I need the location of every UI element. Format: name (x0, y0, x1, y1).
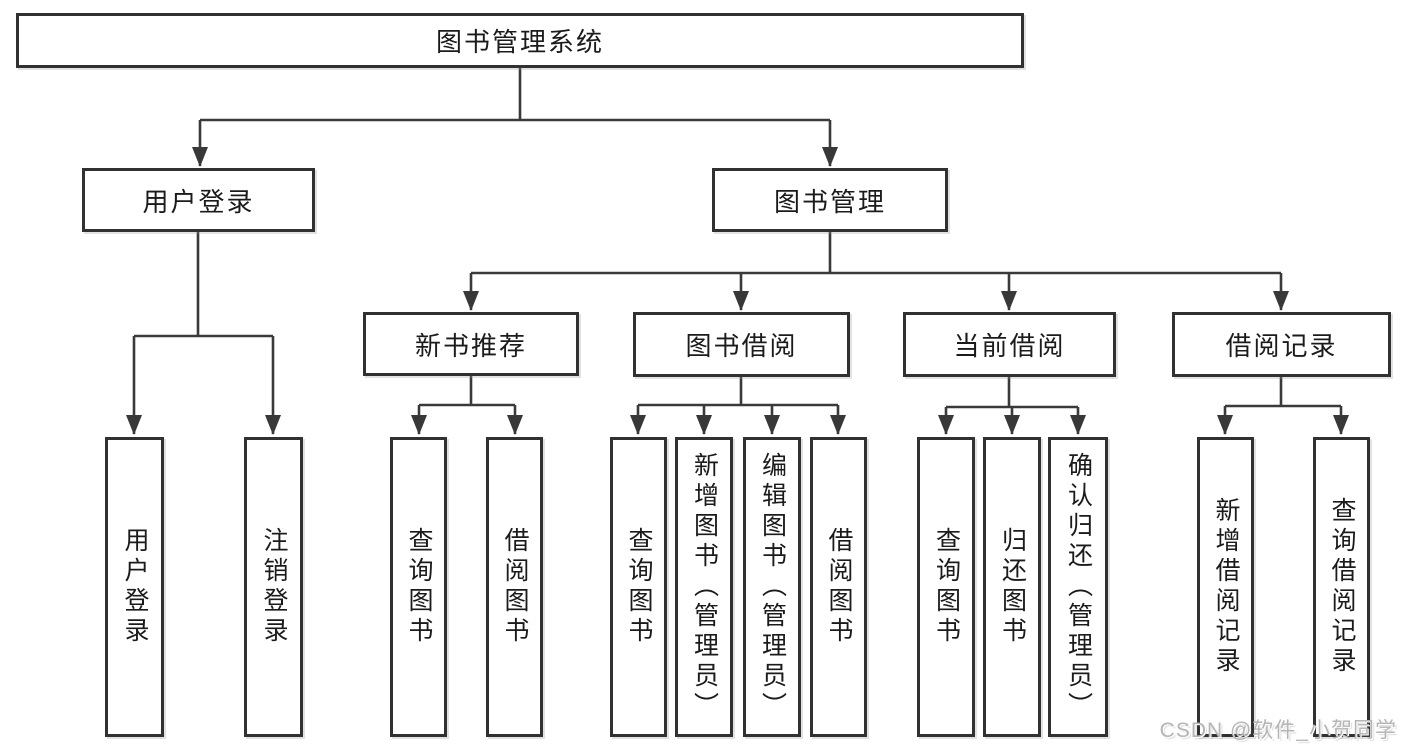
node-library-management-system: 图书管理系统 (16, 13, 1024, 68)
node-leaf-edit-books-admin: 编辑图书（管理员） (743, 437, 801, 737)
node-leaf-query-borrow-record: 查询借阅记录 (1313, 437, 1370, 737)
node-label: 注销登录 (260, 527, 288, 647)
node-leaf-query-books-2: 查询图书 (610, 437, 667, 737)
node-label: 查询图书 (932, 527, 961, 647)
node-label: 新增图书（管理员） (690, 452, 719, 722)
node-label: 归还图书 (998, 527, 1027, 647)
node-label: 借阅图书 (501, 527, 529, 647)
node-new-book-recommend: 新书推荐 (363, 312, 579, 376)
node-leaf-logout: 注销登录 (244, 437, 303, 737)
node-label: 查询借阅记录 (1328, 497, 1356, 677)
node-borrowing-records: 借阅记录 (1172, 312, 1391, 377)
node-leaf-add-books-admin: 新增图书（管理员） (675, 437, 733, 737)
node-label: 用户登录 (121, 527, 149, 647)
node-label: 编辑图书（管理员） (758, 452, 787, 722)
node-book-borrowing: 图书借阅 (633, 312, 850, 377)
node-leaf-return-books: 归还图书 (983, 437, 1041, 737)
node-book-management: 图书管理 (712, 168, 948, 232)
node-leaf-add-borrow-record: 新增借阅记录 (1197, 437, 1254, 737)
node-label: 新增借阅记录 (1212, 497, 1240, 677)
node-leaf-borrow-books-1: 借阅图书 (486, 437, 543, 737)
node-label: 借阅图书 (825, 527, 853, 647)
node-leaf-user-login: 用户登录 (105, 437, 164, 737)
node-label: 确认归还（管理员） (1064, 452, 1093, 722)
csdn-watermark: CSDN @软件_小贺同学 (1159, 719, 1397, 742)
node-label: 查询图书 (625, 527, 653, 647)
node-leaf-query-books-1: 查询图书 (390, 437, 447, 737)
node-current-borrowing: 当前借阅 (903, 312, 1116, 377)
node-label: 查询图书 (405, 527, 433, 647)
node-leaf-query-books-3: 查询图书 (917, 437, 975, 737)
node-user-login: 用户登录 (82, 168, 315, 232)
node-leaf-borrow-books-2: 借阅图书 (810, 437, 867, 737)
node-leaf-confirm-return-admin: 确认归还（管理员） (1048, 437, 1108, 737)
